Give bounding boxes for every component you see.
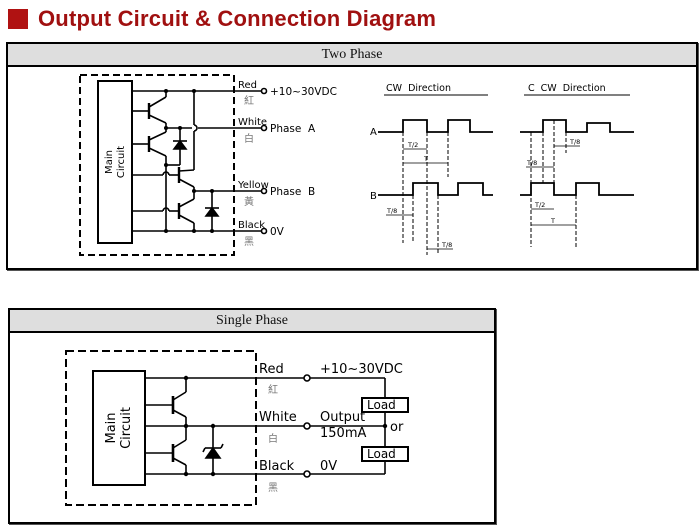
- terminal-0v-label: 0V: [320, 459, 337, 474]
- sensor-enclosure: [65, 350, 257, 506]
- ccw-eighth-period-label-2: T/8: [526, 159, 537, 167]
- wire-white-zh-label: 白: [268, 432, 278, 445]
- cw-channel-b-label: B: [370, 191, 377, 202]
- ccw-eighth-period-label-1: T/8: [569, 138, 580, 146]
- main-circuit-label-2: Circuit: [119, 407, 134, 449]
- single-phase-panel-title: Single Phase: [10, 310, 494, 333]
- main-circuit-label-1: Main: [104, 150, 115, 174]
- wire-red-zh-label: 紅: [244, 95, 254, 107]
- load-label-bottom: Load: [367, 447, 396, 461]
- cw-signal-a: [378, 119, 493, 133]
- two-phase-panel: Two Phase: [6, 42, 698, 270]
- main-circuit-label-1: Main: [104, 412, 119, 443]
- wire-red-label: Red: [238, 80, 257, 91]
- terminal-phase-a-label: Phase A: [270, 123, 316, 135]
- wire-yellow-label: Yellow: [237, 180, 269, 191]
- cw-half-period-label: T/2: [407, 141, 418, 149]
- single-phase-panel: Single Phase: [8, 308, 496, 524]
- terminal-0v-label: 0V: [270, 226, 285, 238]
- or-label: or: [390, 420, 404, 435]
- ccw-half-period-label: T/2: [534, 201, 545, 209]
- ccw-signal-b: [520, 182, 634, 196]
- wire-black-zh-label: 黑: [268, 482, 278, 494]
- terminal-output-label: Output: [320, 410, 365, 425]
- ccw-timing-diagram: C CW Direction T/8 T/8 T/2: [520, 83, 634, 247]
- page-title: Output Circuit & Connection Diagram: [38, 6, 437, 31]
- wire-red-label: Red: [259, 362, 284, 377]
- wire-red-zh-label: 紅: [268, 384, 278, 396]
- wire-white-zh-label: 白: [244, 132, 254, 145]
- two-phase-panel-title: Two Phase: [8, 44, 696, 67]
- single-phase-diagram: Main Circuit Red 紅 +10~30VDC White 白 Out…: [65, 350, 409, 506]
- wire-yellow-zh-label: 黃: [244, 195, 254, 208]
- cw-direction-title: CW Direction: [386, 83, 451, 94]
- terminal-phase-b-label: Phase B: [270, 186, 315, 198]
- ccw-signal-a: [520, 119, 634, 133]
- wire-black-label: Black: [238, 220, 265, 231]
- ccw-direction-title: C CW Direction: [528, 83, 606, 94]
- section-header: Output Circuit & Connection Diagram: [8, 6, 437, 31]
- load-box-bottom: [361, 446, 409, 462]
- terminal-power-label: +10~30VDC: [320, 362, 403, 377]
- wire-black-label: Black: [259, 459, 295, 474]
- main-circuit-label-2: Circuit: [116, 146, 127, 178]
- sensor-enclosure: [79, 74, 235, 256]
- terminal-power-label: +10~30VDC: [270, 86, 337, 98]
- cw-timing-diagram: CW Direction A B T/2 T: [370, 83, 493, 255]
- wire-black-zh-label: 黑: [244, 236, 254, 248]
- cw-channel-a-label: A: [370, 127, 377, 138]
- cw-eighth-period-label-2: T/8: [441, 241, 452, 249]
- ccw-period-label: T: [550, 217, 555, 225]
- main-circuit-block: [92, 370, 146, 486]
- main-circuit-block: [97, 80, 133, 244]
- wire-white-label: White: [238, 117, 267, 128]
- two-phase-diagram: Main Circuit Red 紅 +10~30VDC White 白 Pha…: [79, 74, 634, 256]
- output-current-label: 150mA: [320, 426, 366, 441]
- load-label-top: Load: [367, 398, 396, 412]
- cw-period-label: T: [423, 155, 428, 163]
- wire-white-label: White: [259, 410, 297, 425]
- header-bullet-square: [8, 9, 28, 29]
- load-box-top: [361, 397, 409, 413]
- cw-eighth-period-label-1: T/8: [386, 207, 397, 215]
- cw-signal-b: [378, 182, 493, 196]
